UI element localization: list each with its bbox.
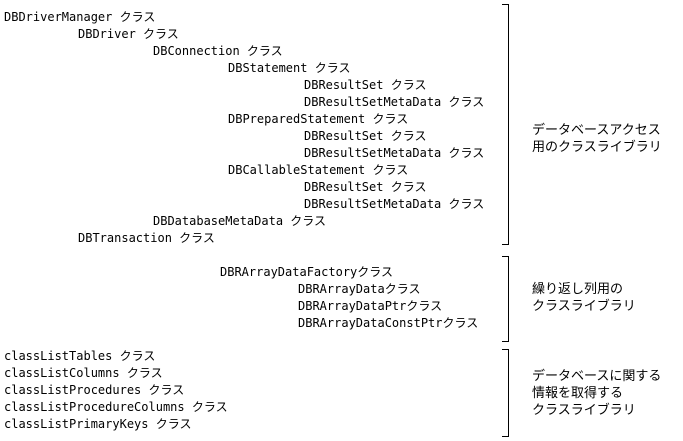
- class-dbresultsetmetadata: DBResultSetMetaData クラス: [304, 197, 485, 211]
- class-classlistprocedurecolumns: classListProcedureColumns クラス: [4, 400, 228, 414]
- class-classlistprocedures: classListProcedures クラス: [4, 383, 185, 397]
- class-dbconnection: DBConnection クラス: [153, 44, 283, 58]
- class-dbresultset: DBResultSet クラス: [304, 129, 427, 143]
- class-dbrarraydata: DBRArrayDataクラス: [298, 282, 421, 296]
- group-label: 繰り返し列用の: [532, 282, 624, 297]
- group-label: クラスライブラリ: [532, 299, 636, 314]
- class-dbresultsetmetadata: DBResultSetMetaData クラス: [304, 95, 485, 109]
- group-label: データベースアクセス: [532, 123, 661, 138]
- class-dbstatement: DBStatement クラス: [228, 61, 351, 75]
- class-dbresultsetmetadata: DBResultSetMetaData クラス: [304, 146, 485, 160]
- class-dbdrivermanager: DBDriverManager クラス: [4, 10, 156, 24]
- group-label: 用のクラスライブラリ: [532, 140, 662, 155]
- class-dbdriver: DBDriver クラス: [78, 27, 179, 41]
- group-label: 情報を取得する: [532, 386, 624, 401]
- group-bracket: [502, 4, 509, 245]
- group-label: データベースに関する: [532, 369, 662, 384]
- group-bracket: [502, 256, 509, 342]
- class-dbresultset: DBResultSet クラス: [304, 180, 427, 194]
- class-dbpreparedstatement: DBPreparedStatement クラス: [228, 112, 409, 126]
- class-dbrarraydataconstptr: DBRArrayDataConstPtrクラス: [298, 316, 479, 330]
- class-dbdatabasemetadata: DBDatabaseMetaData クラス: [153, 214, 327, 228]
- class-dbresultset: DBResultSet クラス: [304, 78, 427, 92]
- class-classlistcolumns: classListColumns クラス: [4, 366, 163, 380]
- class-dbrarraydatafactory: DBRArrayDataFactoryクラス: [220, 265, 394, 279]
- class-classlisttables: classListTables クラス: [4, 349, 156, 363]
- group-bracket: [502, 349, 509, 437]
- class-dbtransaction: DBTransaction クラス: [78, 231, 215, 245]
- class-classlistprimarykeys: classListPrimaryKeys クラス: [4, 417, 192, 431]
- class-dbrarraydataptr: DBRArrayDataPtrクラス: [298, 299, 443, 313]
- group-label: クラスライブラリ: [532, 403, 636, 418]
- class-dbcallablestatement: DBCallableStatement クラス: [228, 163, 409, 177]
